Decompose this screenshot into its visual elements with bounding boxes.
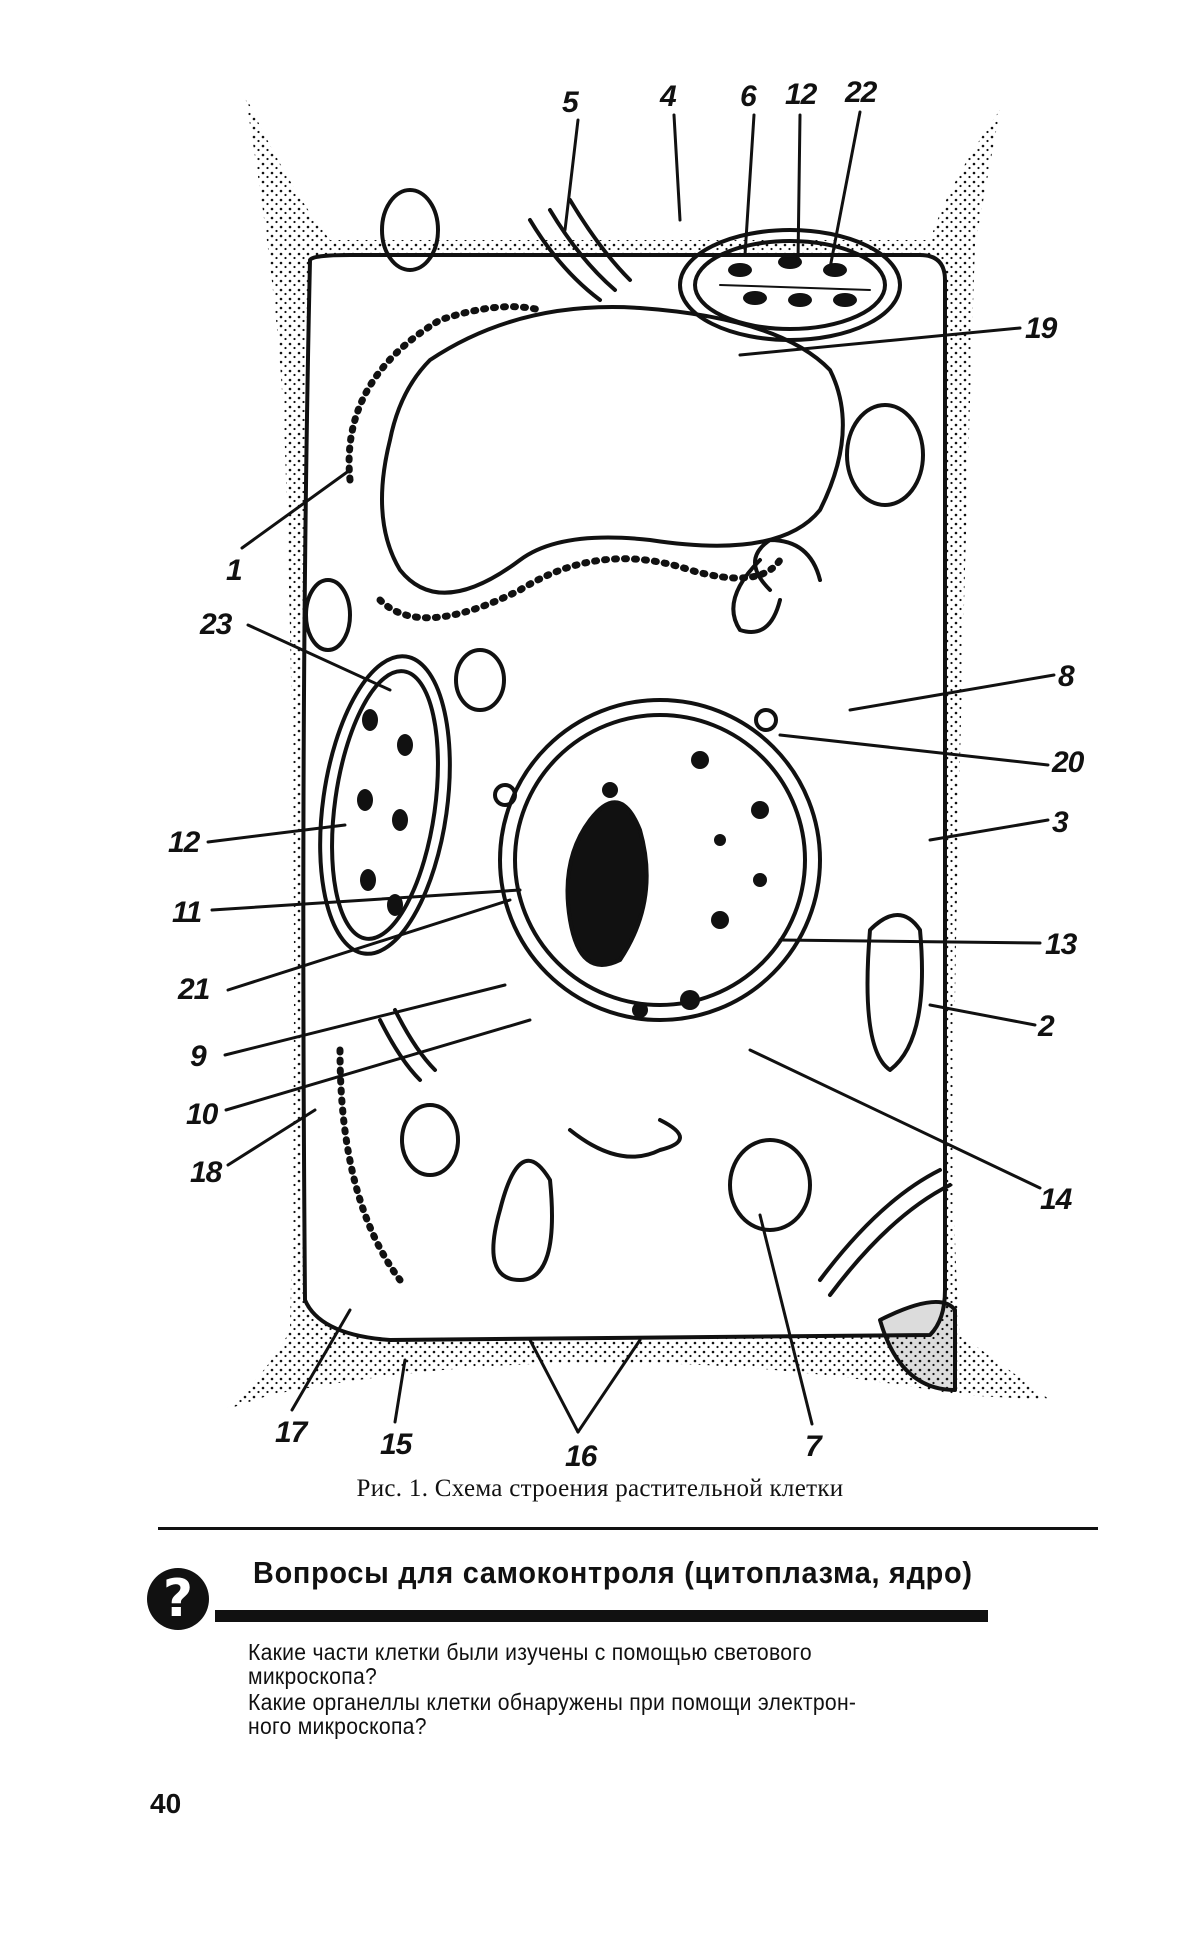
callout-13: 13 xyxy=(1045,928,1077,961)
callout-17: 17 xyxy=(275,1416,307,1449)
callout-5: 5 xyxy=(562,86,579,119)
callout-10: 10 xyxy=(186,1098,218,1131)
callout-22: 22 xyxy=(845,76,877,109)
callout-23: 23 xyxy=(200,608,232,641)
callout-16: 16 xyxy=(565,1440,597,1473)
plant-cell-figure: 5 4 6 12 22 19 1 23 8 20 12 3 11 13 21 2… xyxy=(168,76,1084,1472)
callout-8: 8 xyxy=(1058,660,1075,693)
callout-21: 21 xyxy=(178,973,210,1006)
callout-7: 7 xyxy=(805,1430,822,1463)
callout-19: 19 xyxy=(1025,312,1057,345)
callout-11: 11 xyxy=(172,896,202,929)
callout-20: 20 xyxy=(1052,746,1084,779)
callout-9: 9 xyxy=(190,1040,207,1073)
callout-12-left: 12 xyxy=(168,826,200,859)
questions-heading: Вопросы для самоконтроля (цитоплазма, яд… xyxy=(253,1555,973,1590)
section-divider xyxy=(158,1527,1098,1530)
callout-14: 14 xyxy=(1040,1183,1072,1216)
question-line: Какие части клетки были изучены с помощь… xyxy=(248,1639,812,1665)
question-line: Какие органеллы клетки обнаружены при по… xyxy=(248,1689,857,1715)
figure-caption: Рис. 1. Схема строения растительной клет… xyxy=(356,1475,844,1502)
callout-12-top: 12 xyxy=(785,78,817,111)
question-line: микроскопа? xyxy=(248,1663,378,1689)
callout-6: 6 xyxy=(740,80,757,113)
callout-2: 2 xyxy=(1038,1010,1055,1043)
question-mark-icon: ? xyxy=(147,1568,209,1630)
callout-4: 4 xyxy=(660,80,677,113)
question-line: ного микроскопа? xyxy=(248,1713,427,1739)
callout-3: 3 xyxy=(1052,806,1069,839)
plant-cell-diagram xyxy=(206,95,1056,1434)
heading-underline-bar xyxy=(215,1610,988,1622)
page-number: 40 xyxy=(150,1788,182,1819)
callout-15: 15 xyxy=(380,1428,412,1461)
callout-18: 18 xyxy=(190,1156,222,1189)
callout-1: 1 xyxy=(226,554,243,587)
